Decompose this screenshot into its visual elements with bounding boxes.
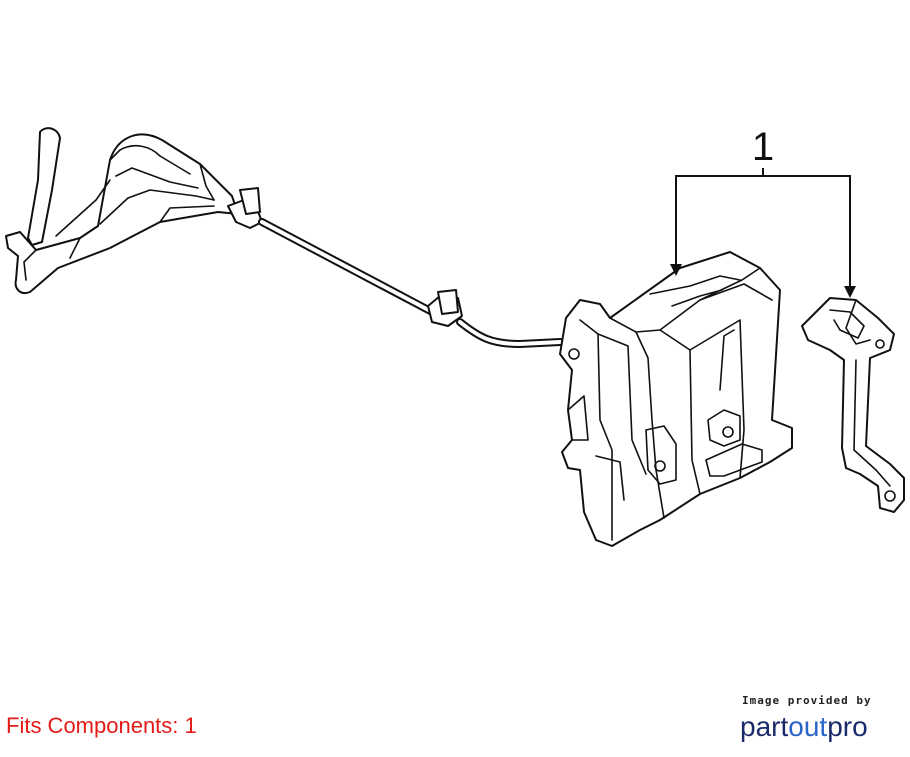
latch-actuator xyxy=(559,251,793,547)
striker-bracket xyxy=(801,297,905,513)
arrowhead-icon xyxy=(844,286,856,298)
brand-attribution[interactable]: Image provided by partoutpro xyxy=(740,694,900,744)
fits-components-label: Fits Components: 1 xyxy=(6,713,197,738)
release-cable xyxy=(227,187,564,349)
release-handle xyxy=(5,127,239,294)
partoutpro-logo: partoutpro xyxy=(740,711,868,742)
logo-wordmark: partoutpro xyxy=(740,711,868,742)
brand-caption: Image provided by xyxy=(742,694,872,707)
arrowhead-icon xyxy=(670,264,682,276)
callout-1: 1 xyxy=(670,125,856,298)
callout-number: 1 xyxy=(752,125,774,169)
